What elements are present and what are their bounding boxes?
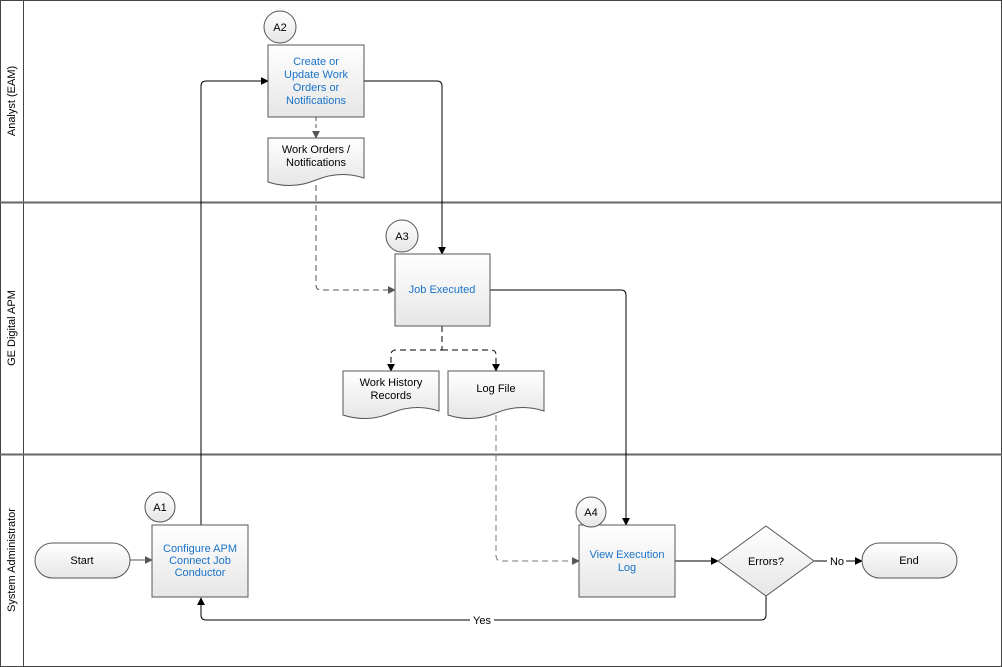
decision-errors [717, 525, 815, 597]
connector-job-to-outputs [387, 326, 443, 372]
step-configure-line: Conductor [175, 567, 226, 579]
end-label: End [899, 555, 919, 567]
step-create-update[interactable]: Create or Update Work Orders or Notifica… [267, 44, 365, 118]
step-configure-box [151, 524, 249, 598]
step-view-log-line: View Execution [589, 549, 664, 561]
start-label: Start [70, 555, 93, 567]
doc-work-orders-line: Work Orders / [282, 144, 351, 156]
marker-a3 [385, 219, 419, 253]
doc-log-file [447, 370, 545, 419]
decision-errors-label: Errors? [748, 556, 784, 568]
connector-workorders-to-job [315, 185, 396, 294]
start-terminal [34, 542, 131, 579]
step-view-log-line: Log [618, 562, 636, 574]
doc-work-history-line: Records [371, 390, 412, 402]
lane-label-apm: GE Digital APM [6, 290, 18, 366]
doc-work-history [342, 370, 440, 419]
doc-work-history-line: Work History [360, 377, 423, 389]
step-job-executed-box [394, 253, 491, 327]
connector-job-to-logfile [442, 349, 500, 372]
connector-create-to-job [364, 80, 446, 255]
no-label: No [830, 556, 844, 568]
step-job-executed-line: Job Executed [409, 284, 476, 296]
doc-work-orders-line: Notifications [286, 157, 346, 169]
marker-a1-label: A1 [153, 502, 166, 514]
marker-a2 [263, 10, 297, 44]
step-configure[interactable]: Configure APM Connect Job Conductor [151, 524, 249, 598]
yes-label-bg [470, 613, 494, 627]
step-job-executed[interactable]: Job Executed [394, 253, 491, 327]
doc-work-orders [267, 137, 365, 186]
doc-log-file-line: Log File [476, 383, 515, 395]
marker-a2-label: A2 [273, 22, 286, 34]
end-terminal [861, 542, 958, 579]
marker-a3-label: A3 [395, 231, 408, 243]
step-create-update-box [267, 44, 365, 118]
marker-a4-label: A4 [584, 507, 597, 519]
step-create-update-line: Notifications [286, 95, 346, 107]
step-configure-line: Connect Job [169, 555, 231, 567]
step-create-update-line: Orders or [293, 82, 340, 94]
marker-a4 [575, 496, 607, 528]
marker-a1 [144, 491, 176, 523]
lane-label-sysadmin: System Administrator [6, 508, 18, 612]
step-create-update-line: Update Work [284, 69, 348, 81]
connector-configure-to-create [200, 77, 269, 525]
step-create-update-line: Create or [293, 56, 339, 68]
connector-job-to-viewlog [490, 289, 630, 526]
step-view-log-box [578, 524, 676, 598]
step-view-log[interactable]: View Execution Log [578, 524, 676, 598]
connector-logfile-to-viewlog [495, 415, 580, 565]
yes-label: Yes [473, 615, 491, 627]
lane-label-analyst: Analyst (EAM) [6, 66, 18, 136]
step-configure-line: Configure APM [163, 543, 237, 555]
